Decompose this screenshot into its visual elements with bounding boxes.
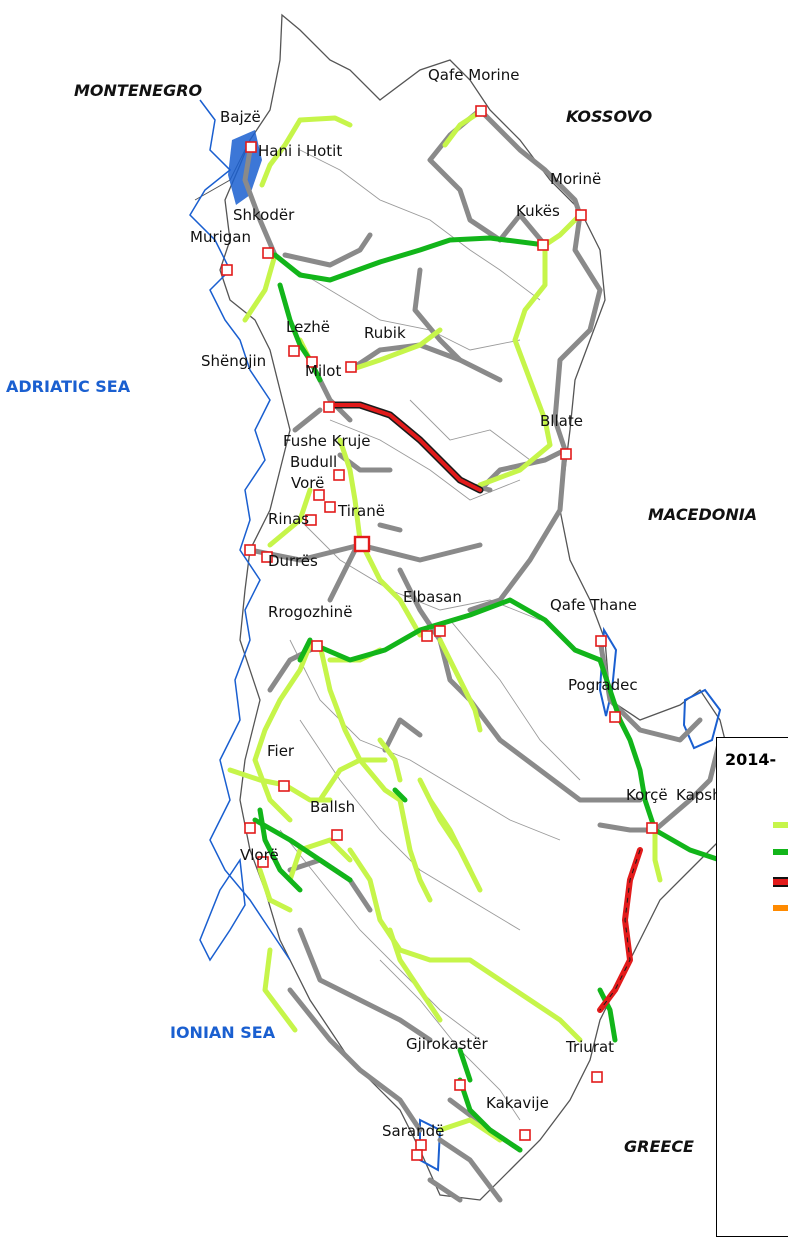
- label-kossovo: KOSSOVO: [566, 107, 653, 126]
- label-murigan: Murigan: [190, 228, 251, 246]
- label-fier: Fier: [267, 742, 295, 760]
- label-budull: Budull: [290, 453, 337, 471]
- red-roads: [326, 401, 643, 1013]
- label-rubik: Rubik: [364, 324, 406, 342]
- adriatic-coast: [189, 99, 291, 961]
- label-triurat: Triurat: [565, 1038, 614, 1056]
- label-shengjin: Shëngjin: [201, 352, 266, 370]
- label-durres: Durrës: [268, 552, 318, 570]
- label-morine: Morinë: [550, 170, 601, 188]
- label-milot: Milot: [305, 362, 341, 380]
- lime-roads: [227, 109, 663, 1143]
- label-gjirokaster: Gjirokastër: [406, 1035, 489, 1053]
- label-fushe-kruje: Fushe Kruje: [283, 432, 371, 450]
- legend-swatch-green: [773, 849, 788, 855]
- label-elbasan: Elbasan: [403, 588, 462, 606]
- label-vlore: Vlorë: [240, 846, 279, 864]
- label-sarande: Sarandë: [382, 1122, 444, 1140]
- label-pogradec: Pogradec: [568, 676, 638, 694]
- gray-roads: [242, 107, 723, 1203]
- label-montenegro: MONTENEGRO: [74, 81, 203, 100]
- label-macedonia: MACEDONIA: [648, 505, 757, 524]
- label-qafe-morine: Qafe Morine: [428, 66, 519, 84]
- label-adriatic-sea: ADRIATIC SEA: [6, 377, 131, 396]
- label-bajze: Bajzë: [220, 108, 261, 126]
- label-ballsh: Ballsh: [310, 798, 355, 816]
- label-greece: GREECE: [624, 1137, 694, 1156]
- legend-swatch-red: [773, 877, 788, 887]
- vlore-bay: [199, 857, 246, 962]
- label-rinas: Rinas: [268, 510, 309, 528]
- green-roads: [252, 235, 743, 1153]
- label-qafe-thane: Qafe Thane: [550, 596, 637, 614]
- label-ionian-sea: IONIAN SEA: [170, 1023, 276, 1042]
- map-legend: 2014-: [716, 737, 788, 1237]
- label-korce: Korçë: [626, 786, 668, 804]
- label-rrogozhine: Rrogozhinë: [268, 603, 352, 621]
- label-tirane: Tiranë: [337, 502, 385, 520]
- legend-title: 2014-: [725, 750, 777, 769]
- label-bllate: Bllate: [540, 412, 583, 430]
- legend-swatch-orange: [773, 905, 788, 911]
- label-vore: Vorë: [291, 474, 324, 492]
- place-labels: Qafe Morine Bajzë Hani i Hotit Morinë Ku…: [190, 66, 749, 1140]
- label-hani-i-hotit: Hani i Hotit: [258, 142, 342, 160]
- label-lezhe: Lezhë: [286, 318, 330, 336]
- label-shkoder: Shkodër: [233, 206, 295, 224]
- lake-prespa: [682, 688, 722, 750]
- label-kakavije: Kakavije: [486, 1094, 549, 1112]
- label-kukes: Kukës: [516, 202, 560, 220]
- legend-swatch-lime: [773, 822, 788, 828]
